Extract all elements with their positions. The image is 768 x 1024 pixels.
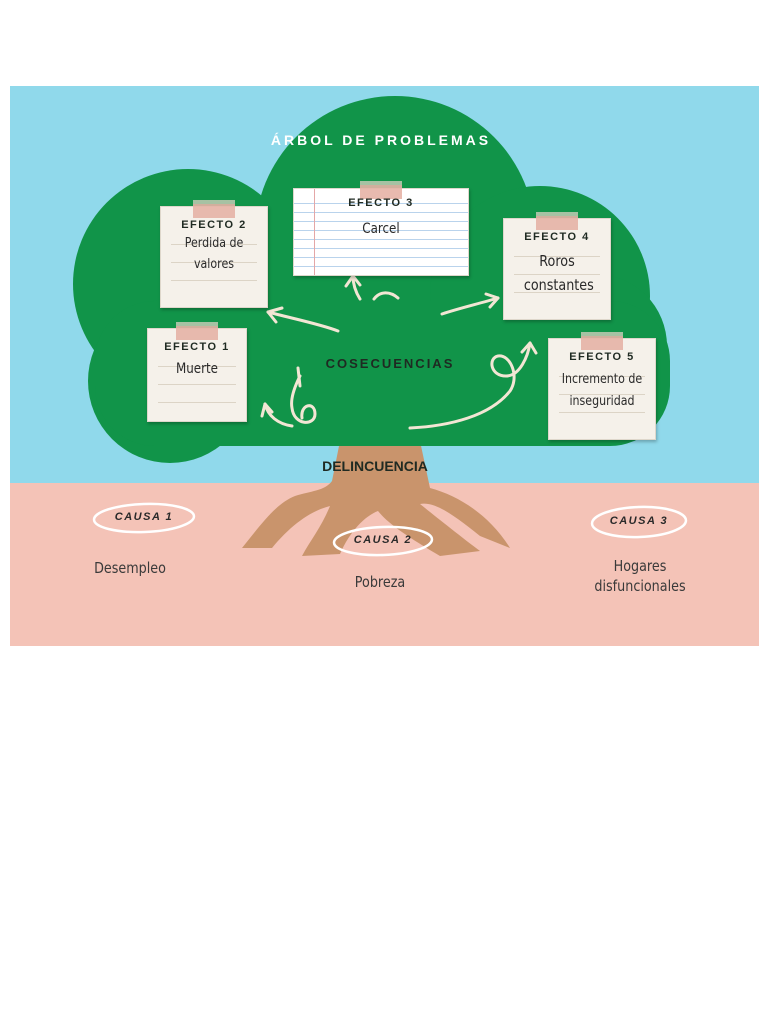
effect-label: EFECTO 5 [569, 351, 635, 363]
cause-label-3: CAUSA 3 [609, 515, 669, 527]
effect-text: Carcel [362, 221, 400, 237]
effect-note-4: EFECTO 4 Roros constantes [503, 212, 611, 320]
effect-label: EFECTO 1 [164, 341, 230, 353]
cause-text-2: Pobreza [354, 573, 406, 591]
tape [536, 212, 578, 230]
effect-note-1: EFECTO 1 Muerte [147, 322, 247, 422]
cause-circles [92, 502, 688, 557]
problem-tree-diagram: ÁRBOL DE PROBLEMAS COSECUENCIAS DELINCUE… [10, 86, 759, 646]
effect-label: EFECTO 2 [181, 219, 247, 231]
margin-line [314, 189, 315, 275]
arrows [260, 274, 538, 430]
cause-text-3: Hogares disfuncionales [594, 557, 686, 595]
effect-text: Incremento de inseguridad [561, 372, 643, 409]
effect-text: Roros constantes [523, 252, 594, 294]
effect-label: EFECTO 4 [524, 231, 590, 243]
tape [581, 332, 623, 350]
effect-label: EFECTO 3 [348, 197, 414, 209]
note-lines [158, 349, 236, 411]
note-lines [294, 195, 468, 271]
note-lines [171, 227, 257, 297]
effect-note-2: EFECTO 2 Perdida de valores [160, 200, 268, 308]
root-problem-label: DELINCUENCIA [322, 458, 428, 474]
cause-label-1: CAUSA 1 [114, 511, 174, 523]
cause-text-1: Desempleo [94, 559, 166, 577]
effect-text: Perdida de valores [184, 236, 244, 272]
tree-trunk [242, 441, 510, 556]
note-lines [559, 359, 645, 429]
effect-note-5: EFECTO 5 Incremento de inseguridad [548, 332, 656, 440]
cause-label-2: CAUSA 2 [353, 534, 413, 546]
tape [176, 322, 218, 340]
tape [360, 181, 402, 199]
diagram-title: ÁRBOL DE PROBLEMAS [270, 132, 492, 148]
consequences-label: COSECUENCIAS [325, 356, 455, 371]
note-lines [514, 239, 600, 309]
tape [193, 200, 235, 218]
effect-text: Muerte [175, 361, 219, 377]
effect-note-3: EFECTO 3 Carcel [293, 181, 469, 276]
